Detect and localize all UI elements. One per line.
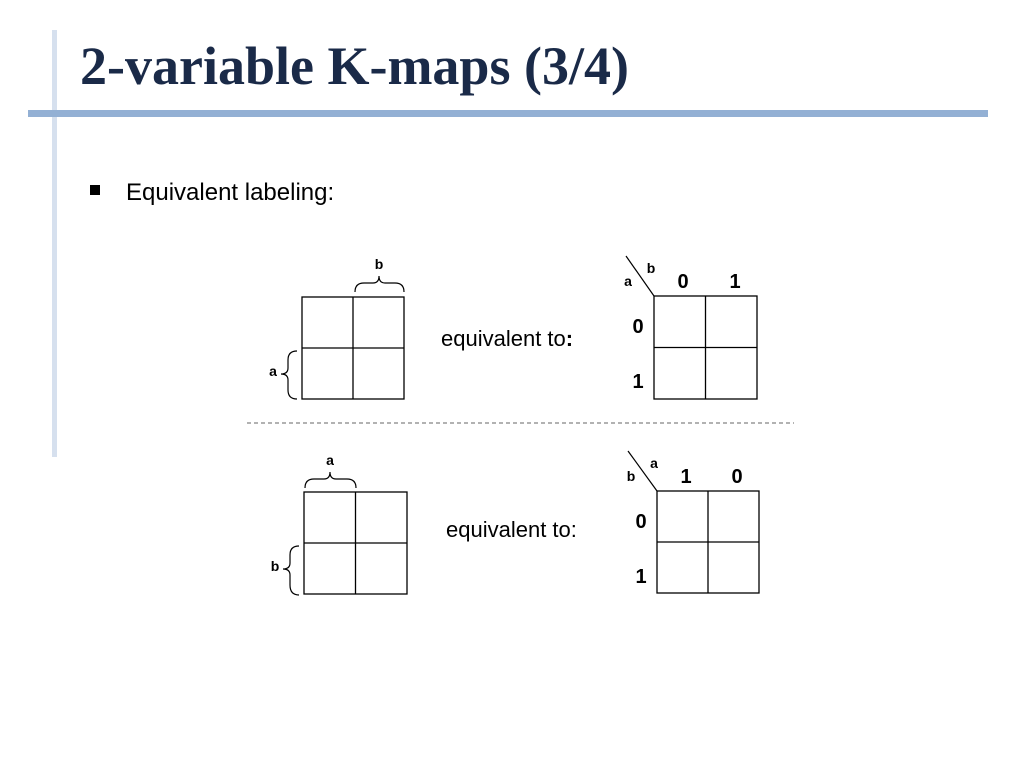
caption-row-1: equivalent to: <box>441 326 574 351</box>
corner-left-var: a <box>624 273 632 289</box>
col-label: 1 <box>729 271 740 293</box>
col-label: 0 <box>677 271 688 293</box>
brace-top-icon <box>304 471 357 489</box>
kmap-row-1-right: b a 0 1 0 1 <box>624 255 758 400</box>
row-label: 0 <box>635 511 646 533</box>
kmap-side-var: b <box>271 558 280 574</box>
row-label: 0 <box>632 316 643 338</box>
kmap-row-1-left: b a <box>269 256 405 400</box>
slide-title: 2-variable K-maps (3/4) <box>80 36 629 96</box>
brace-left-icon <box>280 350 298 400</box>
square-bullet-icon <box>90 185 100 195</box>
col-label: 1 <box>680 466 691 488</box>
corner-left-var: b <box>627 468 636 484</box>
corner-top-var: a <box>650 455 658 471</box>
brace-top-icon <box>354 275 405 293</box>
left-accent-bar <box>52 30 57 457</box>
row-label: 1 <box>635 566 646 588</box>
row-label: 1 <box>632 371 643 393</box>
col-label: 0 <box>731 466 742 488</box>
brace-left-icon <box>282 545 300 596</box>
kmap-row-2-left: a b <box>271 452 408 596</box>
corner-diagonal <box>627 450 658 492</box>
corner-top-var: b <box>647 260 656 276</box>
kmap-row-2-right: a b 1 0 0 1 <box>627 450 760 594</box>
corner-diagonal <box>625 255 655 297</box>
bullet-text: Equivalent labeling: <box>126 179 335 206</box>
caption-row-2: equivalent to: <box>446 517 577 542</box>
title-underline <box>28 110 988 117</box>
kmap-top-var: a <box>326 452 334 468</box>
kmap-side-var: a <box>269 363 277 379</box>
kmap-top-var: b <box>375 256 384 272</box>
